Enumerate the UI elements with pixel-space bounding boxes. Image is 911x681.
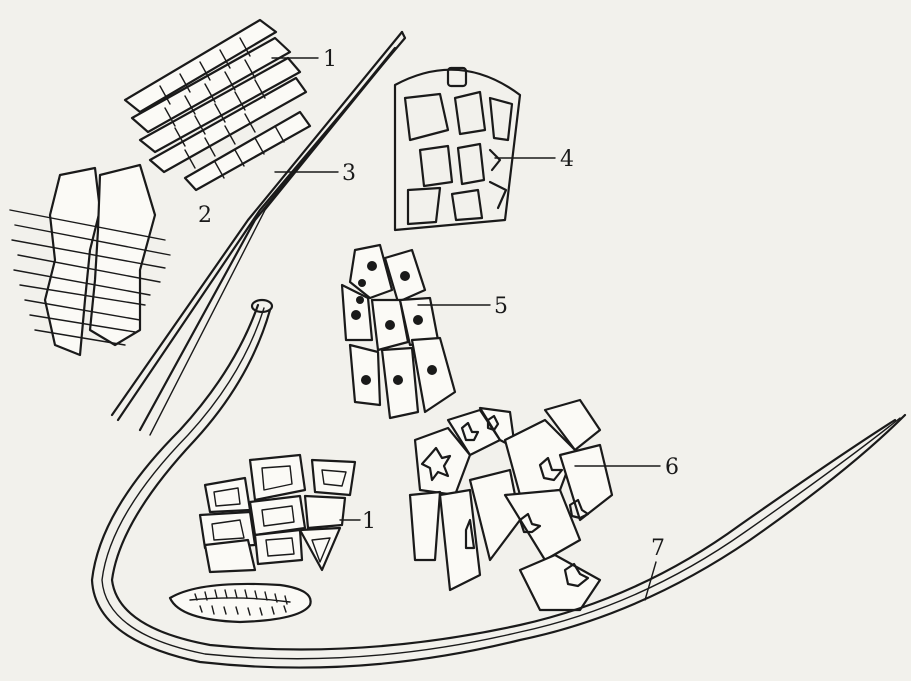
fig-label-5: 5 bbox=[494, 294, 508, 319]
fig-label-4: 4 bbox=[560, 147, 574, 172]
stone-cells bbox=[200, 455, 355, 572]
fig-label-2: 2 bbox=[198, 203, 212, 228]
fig-label-1-bottom: 1 bbox=[362, 509, 376, 534]
fiber-bundle-top bbox=[125, 20, 310, 190]
fig-label-6: 6 bbox=[665, 455, 679, 480]
lignified-network bbox=[395, 68, 520, 230]
fig-label-7: 7 bbox=[651, 536, 665, 561]
crystal-cells bbox=[410, 400, 612, 610]
elongated-cell bbox=[170, 584, 311, 622]
nucleated-cells bbox=[342, 245, 455, 418]
fig-label-3: 3 bbox=[342, 161, 356, 186]
fig-label-1-top: 1 bbox=[323, 47, 337, 72]
striated-cells bbox=[10, 165, 170, 355]
